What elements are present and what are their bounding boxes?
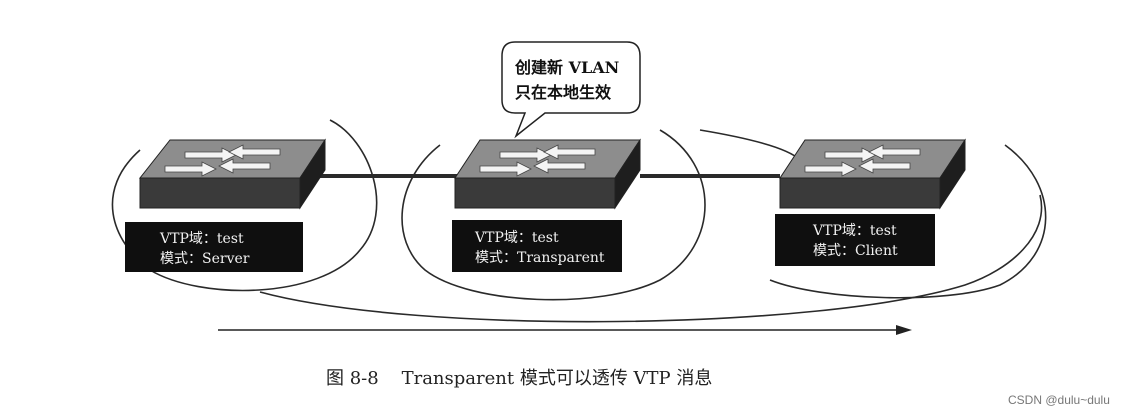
bubble-line-2: 只在本地生效 — [515, 83, 611, 102]
vtp-mode-label: 模式：Client — [813, 243, 898, 259]
vtp-mode-label: 模式：Server — [160, 251, 250, 267]
switch-server: VTP域：test 模式：Server — [125, 140, 325, 272]
vtp-mode-label: 模式：Transparent — [475, 250, 605, 266]
vtp-domain-label: VTP域：test — [812, 223, 897, 239]
watermark: CSDN @dulu~dulu — [1008, 393, 1110, 407]
network-switch-icon — [455, 140, 640, 208]
network-switch-icon — [780, 140, 965, 208]
network-switch-icon — [140, 140, 325, 208]
vtp-domain-label: VTP域：test — [159, 231, 244, 247]
bubble-line-1: 创建新 VLAN — [514, 58, 619, 77]
switch-transparent: VTP域：test 模式：Transparent — [452, 140, 640, 272]
vtp-domain-label: VTP域：test — [474, 230, 559, 246]
figure-caption: 图 8-8 Transparent 模式可以透传 VTP 消息 — [326, 368, 712, 389]
